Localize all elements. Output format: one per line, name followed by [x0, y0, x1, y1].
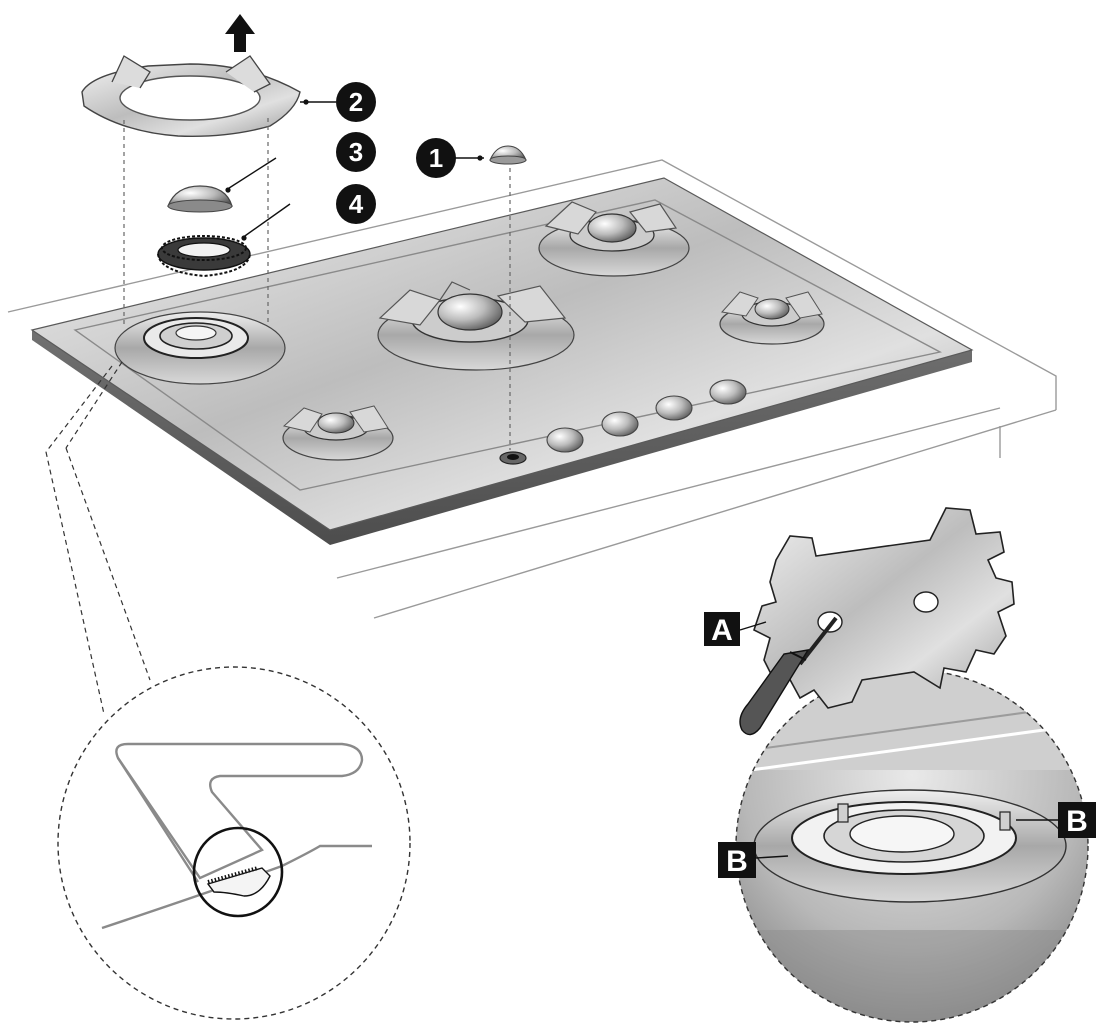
control-knob — [709, 379, 747, 405]
left-zoom-connectors — [45, 361, 151, 715]
label-a-leader — [739, 621, 767, 631]
burner-right — [719, 291, 825, 345]
svg-text:2: 2 — [349, 87, 363, 117]
control-knob-part — [489, 145, 527, 165]
flame-spreader-part — [157, 235, 251, 278]
burner-key-icon — [753, 507, 1015, 709]
right-zoom-detail — [735, 669, 1089, 1023]
svg-text:A: A — [711, 614, 733, 647]
label-a: A — [704, 612, 740, 647]
burner-rear-left — [114, 311, 286, 385]
left-zoom-detail — [57, 666, 411, 1020]
burner-front-left — [282, 405, 394, 461]
control-knobs — [546, 379, 747, 453]
svg-text:4: 4 — [349, 189, 364, 219]
svg-text:3: 3 — [349, 137, 363, 167]
svg-text:B: B — [726, 845, 748, 878]
label-b-left-leader — [755, 855, 789, 859]
control-knob — [601, 411, 639, 437]
label-b-left: B — [718, 842, 756, 878]
svg-text:B: B — [1066, 805, 1088, 838]
callout-3: 3 — [336, 132, 376, 172]
control-knob-hole — [499, 451, 527, 465]
callout-4: 4 — [336, 184, 376, 224]
alignment-guides — [123, 118, 511, 450]
burner-centre-wok — [377, 281, 575, 371]
svg-text:1: 1 — [429, 143, 443, 173]
pan-support — [81, 55, 301, 137]
control-knob — [546, 427, 584, 453]
callout-1: 1 — [416, 138, 456, 178]
burner-rear-right — [538, 201, 690, 277]
callout-2: 2 — [336, 82, 376, 122]
countertop — [7, 159, 1057, 619]
control-knob — [655, 395, 693, 421]
label-b-right: B — [1058, 802, 1096, 838]
up-arrow-icon — [225, 14, 255, 52]
screwdriver-icon — [739, 616, 838, 736]
burner-cap-part — [167, 185, 233, 213]
leader-dots — [225, 99, 483, 241]
